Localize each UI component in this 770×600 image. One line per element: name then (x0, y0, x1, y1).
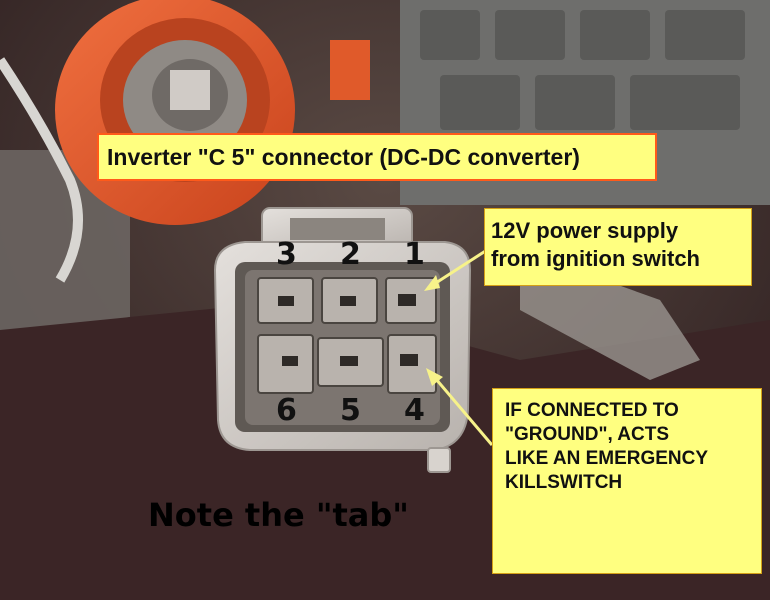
pin-number-4: 4 (404, 393, 425, 428)
connector-title-callout: Inverter "C 5" connector (DC-DC converte… (97, 133, 657, 181)
terminals (278, 294, 418, 366)
tab-note: Note the "tab" (148, 496, 409, 534)
killswitch-line4: KILLSWITCH (505, 472, 623, 493)
connector-tab (427, 447, 451, 473)
power-supply-line2: from ignition switch (491, 246, 700, 271)
killswitch-line1: IF CONNECTED TO (505, 400, 679, 421)
killswitch-callout: IF CONNECTED TO "GROUND", ACTS LIKE AN E… (492, 388, 762, 574)
killswitch-arrow (428, 371, 494, 446)
pin-number-2: 2 (340, 237, 361, 272)
pin-number-1: 1 (404, 237, 425, 272)
wire-left (0, 57, 83, 283)
power-supply-callout: 12V power supply from ignition switch (484, 208, 752, 286)
housing-ribs (420, 10, 745, 130)
power-supply-line1: 12V power supply (491, 218, 679, 243)
pin-number-5: 5 (340, 393, 361, 428)
pin-number-3: 3 (276, 237, 297, 272)
killswitch-line2: "GROUND", ACTS (505, 424, 670, 445)
pin-number-6: 6 (276, 393, 297, 428)
killswitch-line3: LIKE AN EMERGENCY (505, 448, 709, 469)
c5-connector (213, 207, 472, 473)
